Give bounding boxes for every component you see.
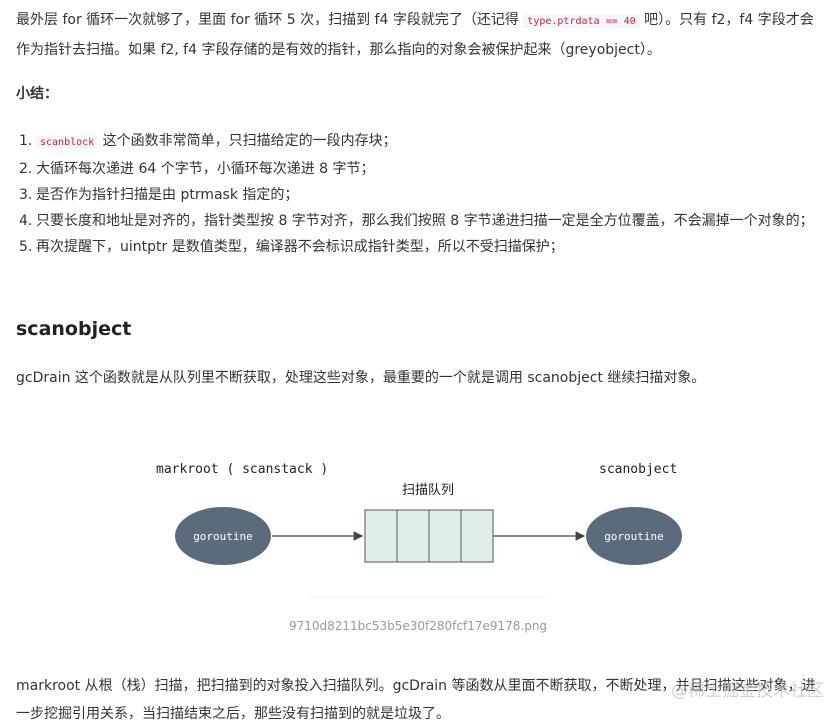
summary-list: 1.scanblock 这个函数非常简单，只扫描给定的一段内存块； 2.大循环每… [16,128,822,260]
intro-text-1: 最外层 for 循环一次就够了，里面 for 循环 5 次，扫描到 f4 字段就… [16,12,524,28]
queue-label: 扫描队列 [402,483,454,498]
list-text: 只要长度和地址是对齐的，指针类型按 8 字节对齐，那么我们按照 8 字节递进扫描… [36,213,814,229]
summary-heading: 小结： [16,86,58,102]
list-text: 这个函数非常简单，只扫描给定的一段内存块； [98,133,397,149]
list-item: 4.只要长度和地址是对齐的，指针类型按 8 字节对齐，那么我们按照 8 字节递进… [16,208,822,234]
list-number: 1. [19,133,33,149]
queue-cell [428,509,462,563]
image-caption: 9710d8211bc53b5e30f280fcf17e9178.png [288,619,548,633]
inline-code: type.ptrdata == 40 [523,15,640,28]
list-item: 2.大循环每次递进 64 个字节，小循环每次递进 8 字节； [16,156,822,182]
queue-cell [396,509,430,563]
goroutine-node-left [175,507,271,565]
goroutine-node-right [586,507,682,565]
markroot-label: markroot ( scanstack ) [156,462,328,477]
goroutine-node-label: goroutine [604,530,664,543]
list-text: 再次提醒下，uintptr 是数值类型，编译器不会标识成指针类型，所以不受扫描保… [36,239,564,255]
list-item: 5.再次提醒下，uintptr 是数值类型，编译器不会标识成指针类型，所以不受扫… [16,234,822,260]
list-text: 大循环每次递进 64 个字节，小循环每次递进 8 字节； [36,161,375,177]
list-number: 2. [19,161,33,177]
list-number: 3. [19,187,33,203]
list-number: 4. [19,213,33,229]
scanobject-label: scanobject [599,462,677,477]
section-heading: scanobject [16,318,132,340]
scan-queue [364,509,494,563]
list-item: 3.是否作为指针扫描是由 ptrmask 指定的； [16,182,822,208]
watermark: @稀土掘金技术社区 [671,681,824,701]
intro-paragraph: 最外层 for 循环一次就够了，里面 for 循环 5 次，扫描到 f4 字段就… [16,6,822,64]
list-item: 1.scanblock 这个函数非常简单，只扫描给定的一段内存块； [16,128,822,156]
queue-cell [460,509,494,563]
queue-cell [364,509,398,563]
markroot-paragraph: markroot 从根（栈）扫描，把扫描到的对象投入扫描队列。gcDrain 等… [16,678,816,722]
goroutine-node-label: goroutine [193,530,253,543]
scan-flow-diagram: markroot ( scanstack ) scanobject 扫描队列 g… [156,462,682,598]
list-text: 是否作为指针扫描是由 ptrmask 指定的； [36,187,299,203]
inline-code: scanblock [36,136,99,149]
list-number: 5. [19,239,33,255]
intro-text-2: 吧）。只有 f2，f4 字段才会作为指针去扫描。如果 f2, f4 字段存储的是… [16,12,814,58]
gcdrain-paragraph: gcDrain 这个函数就是从队列里不断获取，处理这些对象，最重要的一个就是调用… [16,370,706,386]
